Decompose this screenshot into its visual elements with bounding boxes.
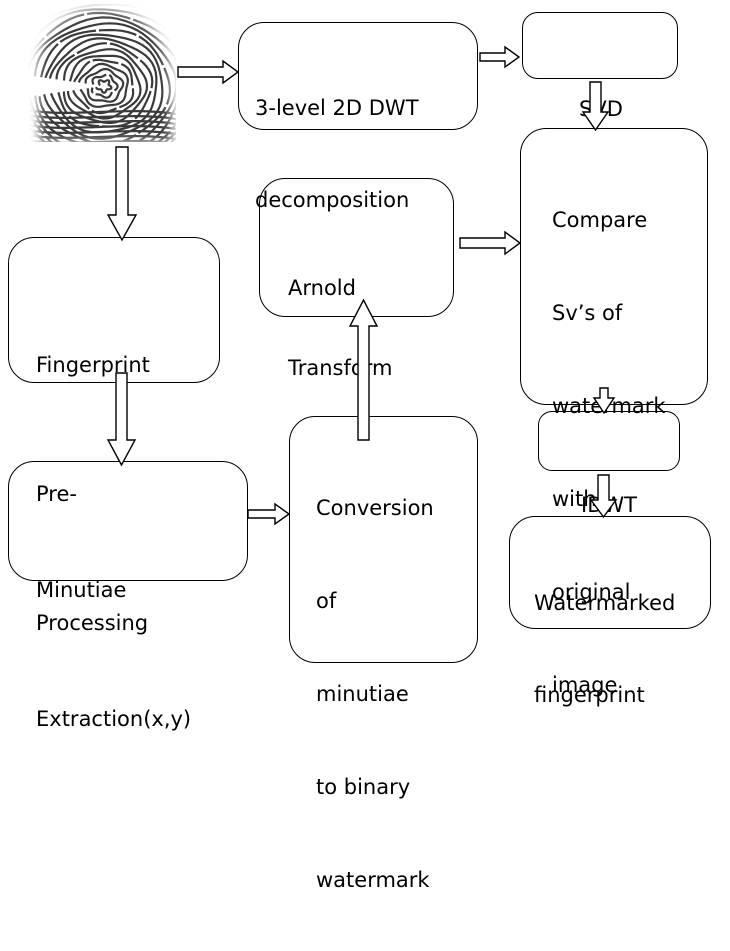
preprocess-label: Fingerprint Pre- Processing [36,353,150,635]
flowchart: 3-level 2D DWT decomposition SVD Compare… [8,4,711,892]
connector-arrows [106,45,618,526]
arrow-dwt-to-svd [479,45,521,69]
arnold-box [259,178,454,317]
arrow-conversion-to-arnold [348,298,379,441]
arrow-minutiae-to-conversion [247,502,291,526]
arrow-preprocess-to-minutiae [106,372,137,467]
arrow-compare-to-idwt [592,387,616,415]
arrow-arnold-to-compare [459,230,522,256]
arrow-idwt-to-output [589,474,618,519]
dwt-box [238,22,478,130]
arrow-fingerprint-to-dwt [177,59,240,85]
output-box [509,516,711,629]
compare-box [520,128,708,405]
arrow-svd-to-compare [581,81,610,132]
svd-box [522,12,678,79]
idwt-box [538,411,680,471]
preprocess-box [8,237,220,383]
fingerprint-image [28,4,176,142]
arnold-label: Arnold Transform [288,276,393,380]
arrow-fingerprint-to-preprocess [106,146,138,242]
minutiae-box [8,461,248,581]
conversion-box [289,416,478,663]
dwt-label: 3-level 2D DWT decomposition [255,96,419,212]
